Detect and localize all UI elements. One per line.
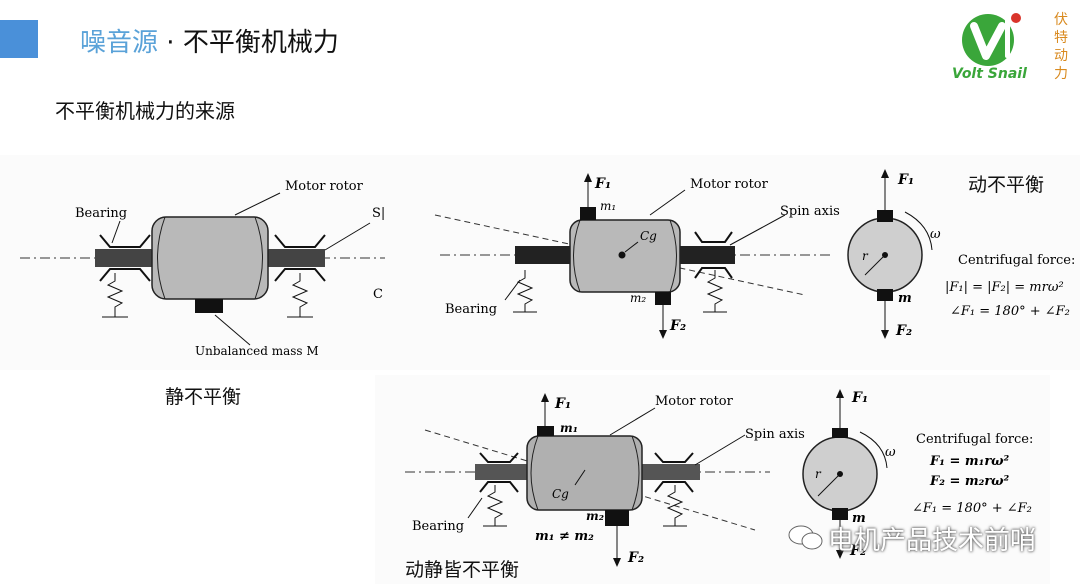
label-bearing: Bearing [75, 206, 127, 221]
formula-1: |F₁| = |F₂| = mrω² [945, 280, 1064, 295]
circle-r: r [815, 467, 822, 481]
label-bearing: Bearing [445, 302, 497, 317]
circle-r: r [862, 249, 869, 263]
mass-m2 [655, 292, 671, 305]
label-motor-rotor: Motor rotor [690, 177, 769, 192]
label-cut-c: C [373, 287, 383, 302]
label-bearing: Bearing [412, 519, 464, 534]
circle-m: m [898, 291, 912, 306]
title-main: 不平衡机械力 [182, 28, 339, 58]
label-cg: Cg [552, 487, 569, 501]
combined-unbalance-diagram: F₁ m₁ Motor rotor Spin axis Cg Bearing m… [405, 389, 1033, 567]
logo-cn-1: 伏 [1054, 12, 1068, 28]
watermark-text: 电机产品技术前哨 [828, 526, 1037, 556]
caption-static: 静不平衡 [165, 386, 242, 408]
circle-omega: ω [885, 445, 896, 460]
label-unbalanced-mass: Unbalanced mass M [195, 344, 319, 358]
formula-title: Centrifugal force: [958, 253, 1075, 268]
label-m2: m₂ [630, 291, 646, 305]
shaft-left [95, 249, 155, 267]
logo-cn-2: 特 [1054, 30, 1068, 46]
mass-m1 [580, 207, 596, 220]
shaft-right [265, 249, 325, 267]
dynamic-unbalance-diagram: F₁ m₁ Motor rotor Spin axis Cg Bearing m… [434, 169, 1075, 339]
circle-f1: F₁ [851, 390, 868, 406]
logo-brand-text: Volt Snail [952, 66, 1027, 82]
logo-cn-4: 力 [1054, 66, 1068, 82]
formula-title: Centrifugal force: [916, 432, 1033, 447]
label-f2: F₂ [669, 318, 686, 334]
formula-3: ∠F₁ = 180° + ∠F₂ [912, 501, 1032, 516]
unbalanced-mass [195, 299, 223, 313]
label-m2: m₂ [586, 509, 604, 523]
circle-f2: F₂ [895, 323, 912, 339]
label-motor-rotor: Motor rotor [655, 394, 734, 409]
mass-m2 [605, 510, 629, 526]
mass-m1 [537, 426, 554, 436]
label-motor-rotor: Motor rotor [285, 179, 364, 194]
header-accent-bar [0, 20, 38, 58]
formula-1: F₁ = m₁rω² [929, 454, 1010, 469]
circle-f1: F₁ [897, 172, 914, 188]
circle-omega: ω [930, 227, 941, 242]
caption-dynamic: 动不平衡 [968, 174, 1045, 196]
brand-logo: Volt Snail 伏 特 动 力 [950, 8, 1075, 86]
formula-2: ∠F₁ = 180° + ∠F₂ [950, 304, 1070, 319]
label-spin-axis: Spin axis [780, 204, 840, 219]
logo-cn-3: 动 [1054, 48, 1068, 64]
motor-rotor [526, 435, 643, 511]
title-dot: · [166, 28, 175, 58]
title-accent: 噪音源 [80, 28, 159, 58]
label-m1: m₁ [560, 421, 578, 435]
label-f1: F₁ [554, 396, 571, 412]
circle-m: m [852, 511, 866, 526]
label-f1: F₁ [594, 176, 611, 192]
label-spin-axis: Spin axis [745, 427, 805, 442]
label-m1: m₁ [600, 199, 616, 213]
label-f2: F₂ [627, 550, 644, 566]
page-title: 噪音源 · 不平衡机械力 [80, 22, 339, 59]
circle-f2: F₂ [849, 543, 866, 559]
static-unbalance-diagram: Bearing Motor rotor Unbalanced mass M S|… [20, 179, 385, 358]
motor-rotor [151, 216, 269, 300]
label-neq: m₁ ≠ m₂ [535, 529, 594, 544]
formula-2: F₂ = m₂rω² [929, 474, 1010, 489]
caption-combined: 动静皆不平衡 [405, 559, 520, 581]
label-cg: Cg [640, 229, 657, 243]
wechat-icon [788, 525, 823, 550]
label-cut-s: S| [372, 206, 385, 221]
page-subtitle: 不平衡机械力的来源 [55, 99, 235, 123]
